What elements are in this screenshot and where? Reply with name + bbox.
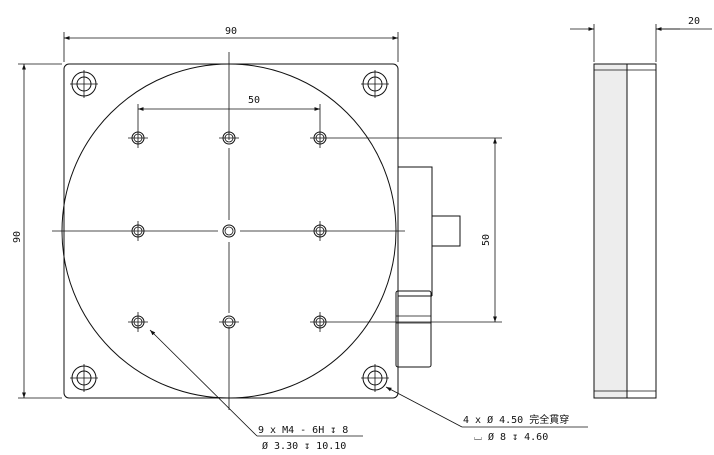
dimension-hole-spacing-vertical: 50 (330, 137, 502, 323)
callout-threaded-line1: 9 x M4 - 6H ↧ 8 (258, 425, 348, 436)
mounting-hole (361, 70, 389, 98)
threaded-hole (310, 312, 330, 332)
side-plate-top-section (593, 63, 628, 399)
threaded-hole (128, 128, 148, 148)
dimension-text-hole-spacing-h: 50 (248, 95, 260, 106)
mounting-hole (361, 364, 389, 392)
callout-mounting-line2: ⌴ Ø 8 ↧ 4.60 (474, 431, 548, 443)
dimension-plate-height: 90 (12, 63, 62, 399)
callout-mounting-line1: 4 x Ø 4.50 完全貫穿 (463, 413, 569, 426)
dimension-plate-width: 90 (63, 26, 399, 62)
dimension-text-thickness: 20 (688, 16, 700, 27)
callout-mounting-holes: 4 x Ø 4.50 完全貫穿 ⌴ Ø 8 ↧ 4.60 (385, 386, 588, 443)
front-view (52, 52, 461, 410)
callout-threaded-holes: 9 x M4 - 6H ↧ 8 Ø 3.30 ↧ 10.10 (149, 329, 363, 452)
threaded-holes (128, 128, 330, 332)
threaded-hole (310, 128, 330, 148)
side-drive-housing (395, 140, 461, 368)
dimension-text-height: 90 (12, 231, 23, 243)
dimension-text-hole-spacing-v: 50 (481, 234, 492, 246)
callout-threaded-line2: Ø 3.30 ↧ 10.10 (262, 440, 346, 452)
mounting-hole (70, 70, 98, 98)
dimension-side-thickness: 20 (570, 16, 712, 62)
dimension-hole-spacing-horizontal: 50 (137, 95, 321, 128)
centerlines (52, 52, 405, 410)
threaded-hole (222, 224, 236, 238)
threaded-hole (128, 312, 148, 332)
threaded-hole (131, 221, 145, 241)
mounting-hole (70, 364, 98, 392)
side-view (593, 63, 657, 399)
threaded-hole (219, 131, 239, 145)
dimension-text-width: 90 (225, 26, 237, 37)
threaded-hole (219, 315, 239, 329)
mounting-holes (70, 70, 389, 392)
threaded-hole (313, 221, 327, 241)
